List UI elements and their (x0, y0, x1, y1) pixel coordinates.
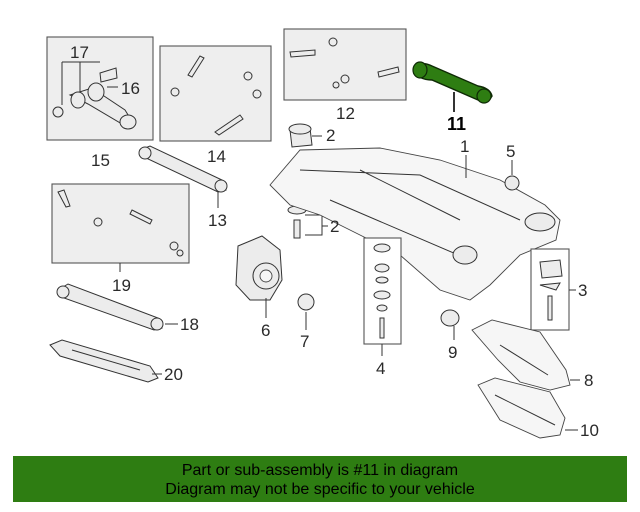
panel-group-3 (530, 248, 576, 331)
parts-diagram: 17 16 15 14 12 11 2 1 5 13 2 19 3 18 6 7… (46, 28, 599, 440)
callout-14: 14 (207, 147, 226, 166)
callout-16: 16 (121, 79, 140, 98)
callout-13: 13 (208, 211, 227, 230)
callout-3: 3 (578, 281, 587, 300)
callout-9: 9 (448, 343, 457, 362)
callout-20: 20 (164, 365, 183, 384)
panel-group-19 (51, 183, 190, 272)
panel-group-12 (283, 28, 407, 101)
part-8-lower-arm[interactable] (471, 319, 580, 391)
banner-line-1: Part or sub-assembly is #11 in diagram (181, 462, 459, 479)
info-banner: Part or sub-assembly is #11 in diagram D… (13, 456, 627, 502)
callout-18: 18 (180, 315, 199, 334)
callout-19: 19 (112, 276, 131, 295)
callout-7: 7 (300, 332, 309, 351)
part-18-link[interactable] (56, 283, 178, 331)
callout-4: 4 (376, 359, 385, 378)
part-1-subframe[interactable] (269, 147, 561, 301)
callout-10: 10 (580, 421, 599, 440)
panel-group-15 (46, 36, 154, 141)
callout-15: 15 (91, 151, 110, 170)
part-6-knuckle[interactable] (235, 235, 283, 318)
callout-8: 8 (584, 371, 593, 390)
panel-group-14 (159, 45, 272, 142)
callout-11: 11 (447, 114, 466, 134)
callout-6: 6 (261, 321, 270, 340)
callout-2-lower: 2 (330, 217, 339, 236)
part-11-control-arm[interactable] (412, 61, 493, 112)
callout-17: 17 (70, 43, 89, 62)
part-7-bushing[interactable] (297, 293, 315, 330)
banner-line-2: Diagram may not be specific to your vehi… (165, 481, 475, 498)
part-10-shield[interactable] (477, 377, 578, 439)
panel-group-4 (363, 237, 402, 356)
callout-5: 5 (506, 142, 515, 161)
callout-2-upper: 2 (326, 126, 335, 145)
part-2-lower-bushing[interactable] (287, 205, 328, 239)
part-13-link[interactable] (138, 145, 228, 208)
part-2-upper-bushing[interactable] (288, 123, 322, 148)
part-20-cover[interactable] (49, 339, 162, 383)
part-5-bushing[interactable] (504, 160, 520, 191)
part-9-bushing[interactable] (440, 309, 460, 340)
callout-1: 1 (460, 137, 469, 156)
callout-12: 12 (336, 104, 355, 123)
